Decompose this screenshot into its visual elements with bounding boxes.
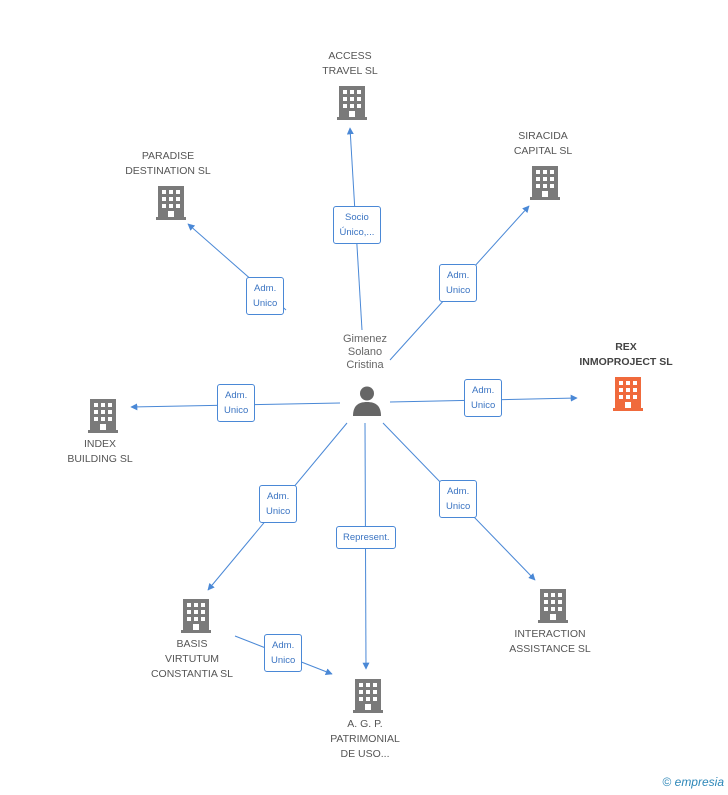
relation-badge-rex[interactable]: Adm. Unico [464,379,503,417]
building-icon-rex[interactable] [613,377,643,411]
relation-badge-basis[interactable]: Adm. Unico [259,485,298,523]
empresia-watermark: © empresia [662,775,724,789]
company-label-index[interactable]: INDEX BUILDING SL [67,438,133,465]
relation-badge-agp[interactable]: Adm. Unico [264,634,303,672]
company-label-rex[interactable]: REX INMOPROJECT SL [579,341,673,368]
person-name[interactable]: Gimenez Solano Cristina [342,332,388,371]
company-label-access[interactable]: ACCESS TRAVEL SL [322,50,378,77]
relation-badge-paradise[interactable]: Adm. Unico [246,277,285,315]
company-label-agp[interactable]: A. G. P. PATRIMONIAL DE USO... [330,717,400,760]
relation-badge-interaction[interactable]: Adm. Unico [439,480,478,518]
nodes-layer [88,86,643,713]
building-icon-agp[interactable] [353,679,383,713]
building-icon-access[interactable] [337,86,367,120]
relation-badge-agp[interactable]: Represent. [336,525,397,549]
building-icon-siracida[interactable] [530,166,560,200]
relation-badge-siracida[interactable]: Adm. Unico [439,264,478,302]
company-label-paradise[interactable]: PARADISE DESTINATION SL [125,150,211,177]
copyright-symbol: © [662,775,672,789]
company-label-basis[interactable]: BASIS VIRTUTUM CONSTANTIA SL [150,637,234,680]
building-icon-paradise[interactable] [156,186,186,220]
company-label-interaction[interactable]: INTERACTION ASSISTANCE SL [509,628,591,655]
building-icon-basis[interactable] [181,599,211,633]
building-icon-index[interactable] [88,399,118,433]
relation-badge-access[interactable]: Socio Único,... [332,206,382,244]
company-label-siracida[interactable]: SIRACIDA CAPITAL SL [513,130,573,157]
person-icon[interactable] [353,386,381,417]
relation-badge-index[interactable]: Adm. Unico [217,384,256,422]
brand-name: empresia [674,775,724,789]
building-icon-interaction[interactable] [538,589,568,623]
